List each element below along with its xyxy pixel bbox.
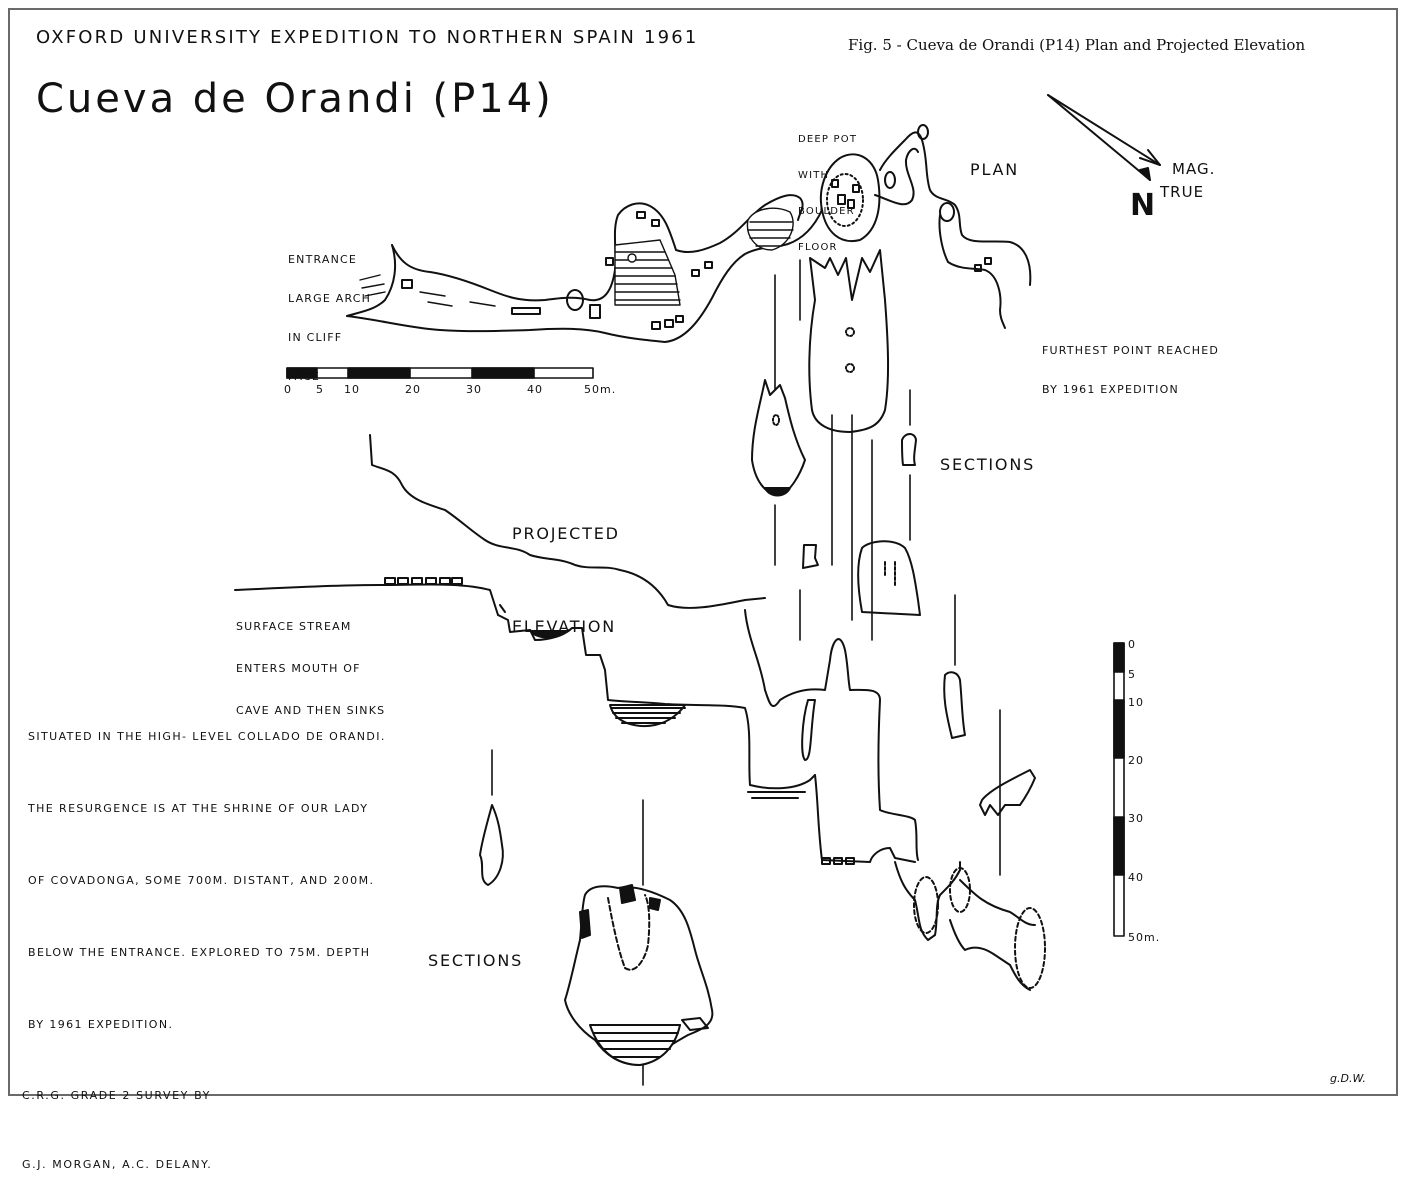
credit-line: G.J. MORGAN, A.C. DELANY. [22, 1158, 213, 1171]
vertical-scale-labels: 0 5 10 20 30 40 50m. [1128, 638, 1160, 944]
map-sheet [8, 8, 1398, 1096]
expedition-heading: OXFORD UNIVERSITY EXPEDITION TO NORTHERN… [36, 27, 699, 48]
horizontal-scale-bar [286, 367, 594, 379]
deep-pot-label-line: FLOOR [798, 242, 838, 253]
entrance-label-line: IN CLIFF [288, 331, 343, 344]
h-scale-tick: 5 [316, 383, 324, 396]
v-scale-tick: 30 [1128, 812, 1144, 825]
draughtsman-initials: g.D.W. [1330, 1072, 1366, 1085]
deep-pot-label: DEEP POT WITH BOULDER FLOOR [798, 110, 857, 266]
surface-stream-label-line: SURFACE STREAM [236, 620, 352, 633]
north-letter: N [1130, 188, 1156, 223]
h-scale-tick: 10 [344, 383, 360, 396]
north-arrow-icon [1047, 94, 1161, 181]
deep-pot-label-line: WITH [798, 170, 830, 181]
deep-pot-label-line: BOULDER [798, 206, 855, 217]
elevation-profile [234, 434, 1046, 991]
sections-label-left: SECTIONS [428, 951, 524, 970]
projected-elevation-label: PROJECTED ELEVATION [512, 456, 620, 673]
v-scale-tick: 50m. [1128, 931, 1160, 944]
entrance-label: ENTRANCE LARGE ARCH IN CLIFF FACE [288, 227, 371, 396]
note-line: OF COVADONGA, SOME 700M. DISTANT, AND 20… [28, 874, 375, 887]
surface-stream-label: SURFACE STREAM ENTERS MOUTH OF CAVE AND … [236, 592, 385, 732]
v-scale-tick: 10 [1128, 696, 1144, 709]
v-scale-tick: 5 [1128, 668, 1136, 681]
survey-credits: C.R.G. GRADE 2 SURVEY BY G.J. MORGAN, A.… [22, 1038, 212, 1199]
plan-pool-hatch [614, 207, 794, 306]
surface-stream-label-line: ENTERS MOUTH OF [236, 662, 361, 675]
entrance-label-line: ENTRANCE [288, 253, 358, 266]
furthest-point-label-line: BY 1961 EXPEDITION [1042, 383, 1179, 396]
deep-pot-label-line: DEEP POT [798, 134, 858, 145]
v-scale-tick: 40 [1128, 871, 1144, 884]
v-scale-tick: 0 [1128, 638, 1136, 651]
entrance-label-line: FACE [288, 370, 321, 383]
mag-north-label: MAG. [1172, 160, 1216, 178]
note-line: SITUATED IN THE HIGH- LEVEL COLLADO DE O… [28, 730, 386, 743]
h-scale-tick: 20 [405, 383, 421, 396]
h-scale-tick: 40 [527, 383, 543, 396]
figure-caption: Fig. 5 - Cueva de Orandi (P14) Plan and … [848, 36, 1306, 54]
vertical-scale-bar [1113, 642, 1125, 937]
entrance-arch-marks [359, 274, 496, 307]
h-scale-tick: 30 [466, 383, 482, 396]
note-line: BELOW THE ENTRANCE. EXPLORED TO 75M. DEP… [28, 946, 371, 959]
true-north-label: TRUE [1160, 183, 1205, 201]
credit-line: C.R.G. GRADE 2 SURVEY BY [22, 1089, 211, 1102]
plan-passage-outline [346, 124, 1032, 343]
map-title: Cueva de Orandi (P14) [36, 76, 554, 122]
horizontal-scale-labels: 0 5 10 20 30 40 50m. [284, 383, 616, 396]
cave-survey-drawing: 0 5 10 20 30 40 50m. 0 5 10 20 30 40 50m… [234, 94, 1161, 1086]
furthest-point-label: FURTHEST POINT REACHED BY 1961 EXPEDITIO… [1042, 318, 1219, 409]
note-line: BY 1961 EXPEDITION. [28, 1018, 174, 1031]
cross-sections-left [479, 804, 714, 1066]
furthest-point-label-line: FURTHEST POINT REACHED [1042, 344, 1220, 357]
surface-stream-label-line: CAVE AND THEN SINKS [236, 704, 386, 717]
entrance-label-line: LARGE ARCH [288, 292, 372, 305]
situation-notes: SITUATED IN THE HIGH- LEVEL COLLADO DE O… [28, 677, 386, 1061]
h-scale-tick: 0 [284, 383, 292, 396]
sections-label-right: SECTIONS [940, 455, 1036, 474]
h-scale-tick: 50m. [584, 383, 616, 396]
projected-elevation-label-line: ELEVATION [512, 617, 617, 636]
projected-elevation-label-line: PROJECTED [512, 524, 620, 543]
section-guide-lines [491, 259, 1001, 1086]
cross-sections-right [751, 249, 1036, 816]
v-scale-tick: 20 [1128, 754, 1144, 767]
plan-label: PLAN [970, 160, 1020, 179]
note-line: THE RESURGENCE IS AT THE SHRINE OF OUR L… [28, 802, 369, 815]
